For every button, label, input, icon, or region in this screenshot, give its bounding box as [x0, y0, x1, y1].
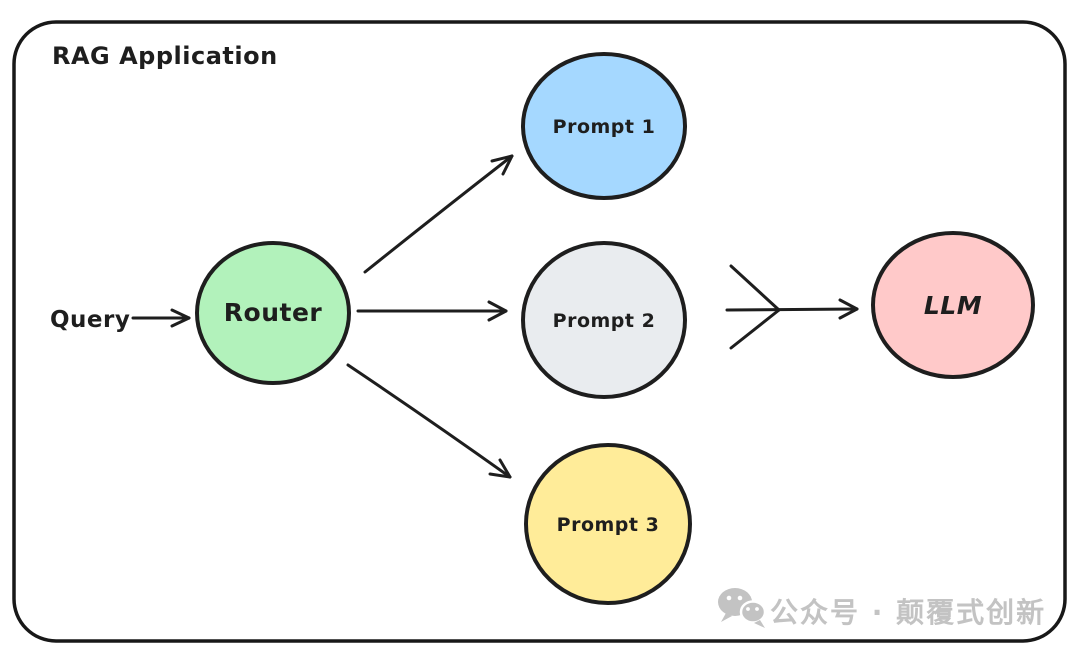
edge-query-router-arrow: [131, 308, 191, 328]
node-prompt-2-label: Prompt 2: [553, 310, 656, 332]
node-llm-label: LLM: [924, 291, 982, 320]
node-prompt-1-circle: [521, 52, 687, 200]
edge-router-prompt3-arrow: [346, 363, 512, 479]
edge-router-prompt2-arrow: [356, 300, 508, 322]
wechat-icon: [718, 588, 767, 628]
node-prompt-3: Prompt 3: [524, 443, 692, 605]
frame-border: [12, 20, 1067, 643]
node-prompt-1-label: Prompt 1: [553, 116, 656, 138]
node-prompt-2-circle: [521, 241, 687, 399]
edge-merge-llm-arrow: [725, 264, 859, 350]
watermark-text: 公众号 · 颠覆式创新: [770, 596, 1046, 629]
node-llm-circle: [871, 231, 1035, 379]
node-router-circle: [195, 241, 351, 385]
diagram-title: RAG Application: [52, 42, 278, 70]
node-prompt-2: Prompt 2: [521, 241, 687, 399]
watermark: 公众号 · 颠覆式创新: [718, 588, 1046, 629]
node-prompt-3-label: Prompt 3: [557, 514, 660, 536]
node-router-label: Router: [224, 298, 323, 327]
node-prompt-3-circle: [524, 443, 692, 605]
edge-router-prompt1-arrow: [363, 154, 514, 274]
node-prompt-1: Prompt 1: [521, 52, 687, 200]
query-label: Query: [50, 307, 130, 333]
node-llm: LLM: [871, 231, 1035, 379]
node-router: Router: [195, 241, 351, 385]
